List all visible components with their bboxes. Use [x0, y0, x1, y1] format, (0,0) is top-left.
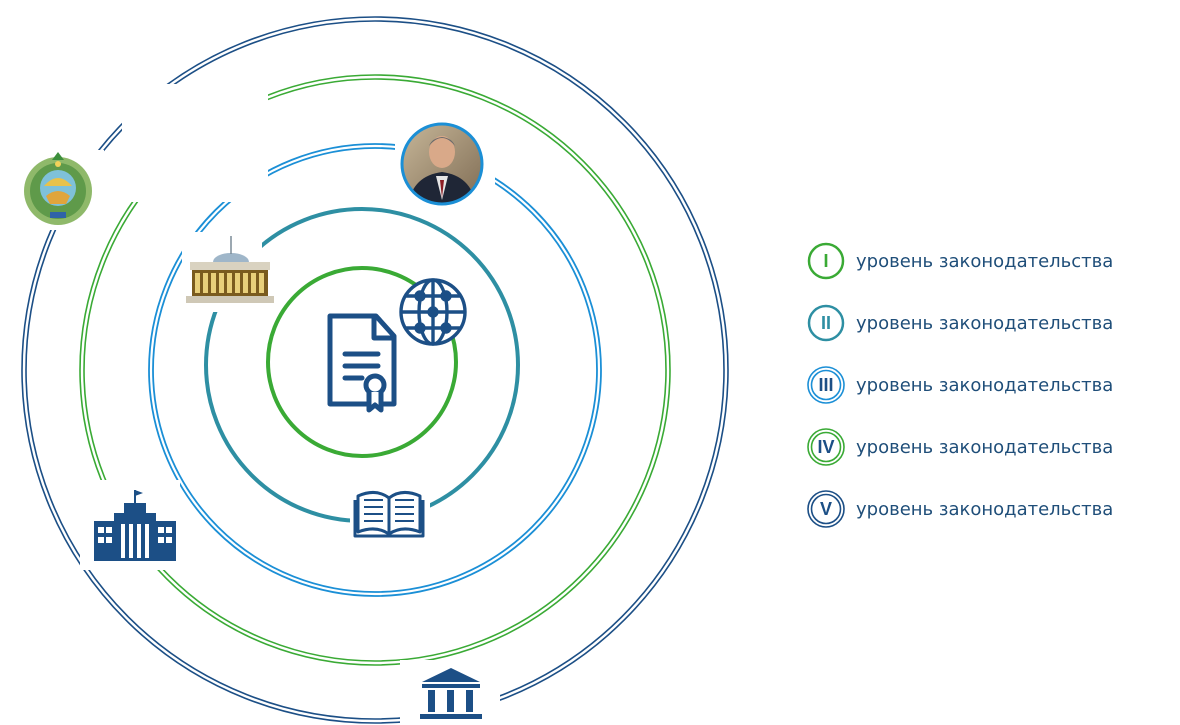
ring-level-4: [79, 74, 671, 666]
level-numeral: IV: [817, 436, 835, 457]
legend-item-level-1: I уровень законодательства: [806, 230, 1180, 292]
ring-level-3: [148, 143, 602, 597]
legend-item-level-4: IV уровень законодательства: [806, 416, 1180, 478]
document-certificate-icon: [327, 313, 397, 413]
state-emblem: [24, 152, 92, 225]
courthouse-icon: [420, 668, 482, 719]
ring-level-5: [21, 16, 729, 724]
government-building-icon: [94, 490, 176, 561]
legend-label: уровень законодательства: [856, 436, 1114, 458]
legend-item-level-3: III уровень законодательства: [806, 354, 1180, 416]
level-numeral: V: [819, 498, 832, 519]
level-badge-4: IV: [806, 427, 846, 467]
parliament-building-icon: [186, 236, 274, 303]
legend-item-level-5: V уровень законодательства: [806, 478, 1180, 540]
legislation-levels-diagram: [21, 16, 729, 724]
open-book-icon: [353, 491, 425, 538]
level-numeral: III: [818, 374, 834, 395]
globe-network-icon: [399, 278, 467, 346]
legend: I уровень законодательства II уровень за…: [806, 230, 1180, 540]
level-badge-1: I: [806, 241, 846, 281]
level-badge-5: V: [806, 489, 846, 529]
president-portrait: [400, 122, 484, 206]
level-numeral: II: [820, 312, 831, 333]
level-badge-3: III: [806, 365, 846, 405]
legend-label: уровень законодательства: [856, 498, 1114, 520]
level-numeral: I: [823, 250, 829, 271]
legend-label: уровень законодательства: [856, 312, 1114, 334]
legend-label: уровень законодательства: [856, 374, 1114, 396]
ring-level-1: [266, 266, 458, 458]
legend-item-level-2: II уровень законодательства: [806, 292, 1180, 354]
level-badge-2: II: [806, 303, 846, 343]
legend-label: уровень законодательства: [856, 250, 1114, 272]
